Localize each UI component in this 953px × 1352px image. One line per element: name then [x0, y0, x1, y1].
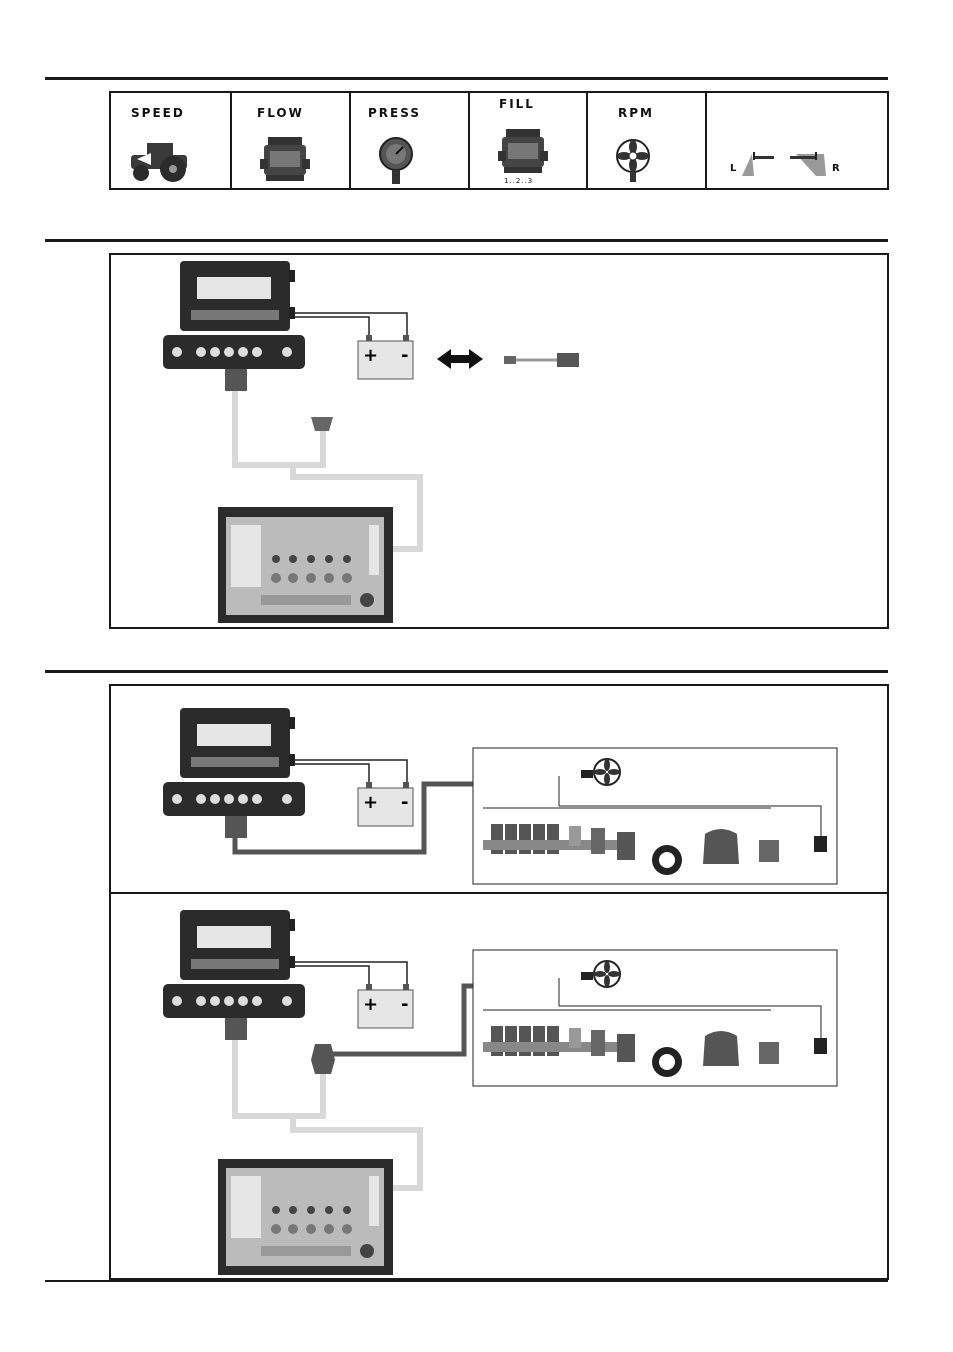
battery-icon [357, 782, 414, 827]
battery-plus-label: + [363, 345, 378, 366]
sensor-cell-sections: L R [707, 93, 887, 188]
battery-minus-label: - [401, 792, 408, 813]
double-arrow-icon [437, 349, 483, 369]
diagram-divider [111, 892, 887, 894]
section-rule-middle [45, 239, 888, 242]
sensor-cell-fill: FILL 1..2..3 [470, 93, 588, 188]
wiring-diagram-group: + - [109, 684, 889, 1280]
sensor-cell-press: PRESS [351, 93, 470, 188]
wiring-diagram-1: + - [109, 253, 889, 629]
power-cable-icon [504, 353, 579, 367]
control-console [163, 261, 305, 391]
sensor-strip: SPEED FLOW PRESS FILL [109, 91, 889, 190]
control-box [218, 507, 393, 623]
sensor-label-press: PRESS [368, 106, 421, 120]
sensor-cell-speed: SPEED [111, 93, 232, 188]
boom-sections-icon [742, 152, 826, 176]
wiring-diagram-2: + - [163, 708, 838, 885]
tractor-icon [131, 143, 187, 182]
flowmeter-icon [260, 137, 310, 181]
section-rule-lower [45, 670, 888, 673]
pressure-gauge-icon [379, 137, 413, 184]
sensor-sublabel-fill: 1..2..3 [504, 177, 534, 185]
battery-minus-label: - [401, 994, 408, 1015]
battery-icon [357, 335, 414, 380]
sensor-cell-flow: FLOW [232, 93, 351, 188]
sprayer-sensor-panel [472, 949, 838, 1087]
control-console [163, 708, 305, 838]
battery-plus-label: + [363, 994, 378, 1015]
section-rule-top [45, 77, 888, 80]
battery-icon [357, 984, 414, 1029]
fill-flowmeter-icon [498, 129, 548, 173]
section-rule-bottom [45, 1280, 888, 1282]
control-box [218, 1159, 393, 1275]
sensor-label-flow: FLOW [257, 106, 304, 120]
battery-plus-label: + [363, 792, 378, 813]
battery-minus-label: - [401, 345, 408, 366]
sensor-label-speed: SPEED [131, 106, 185, 120]
sprayer-sensor-panel [472, 747, 838, 885]
sensor-label-fill: FILL [499, 97, 535, 111]
wiring-diagram-3: + - [163, 910, 838, 1275]
fan-icon [616, 139, 650, 182]
sensor-label-rpm: RPM [618, 106, 654, 120]
sensor-cell-rpm: RPM [588, 93, 707, 188]
boom-right-label: R [832, 163, 840, 174]
boom-left-label: L [730, 163, 737, 174]
control-console [163, 910, 305, 1040]
